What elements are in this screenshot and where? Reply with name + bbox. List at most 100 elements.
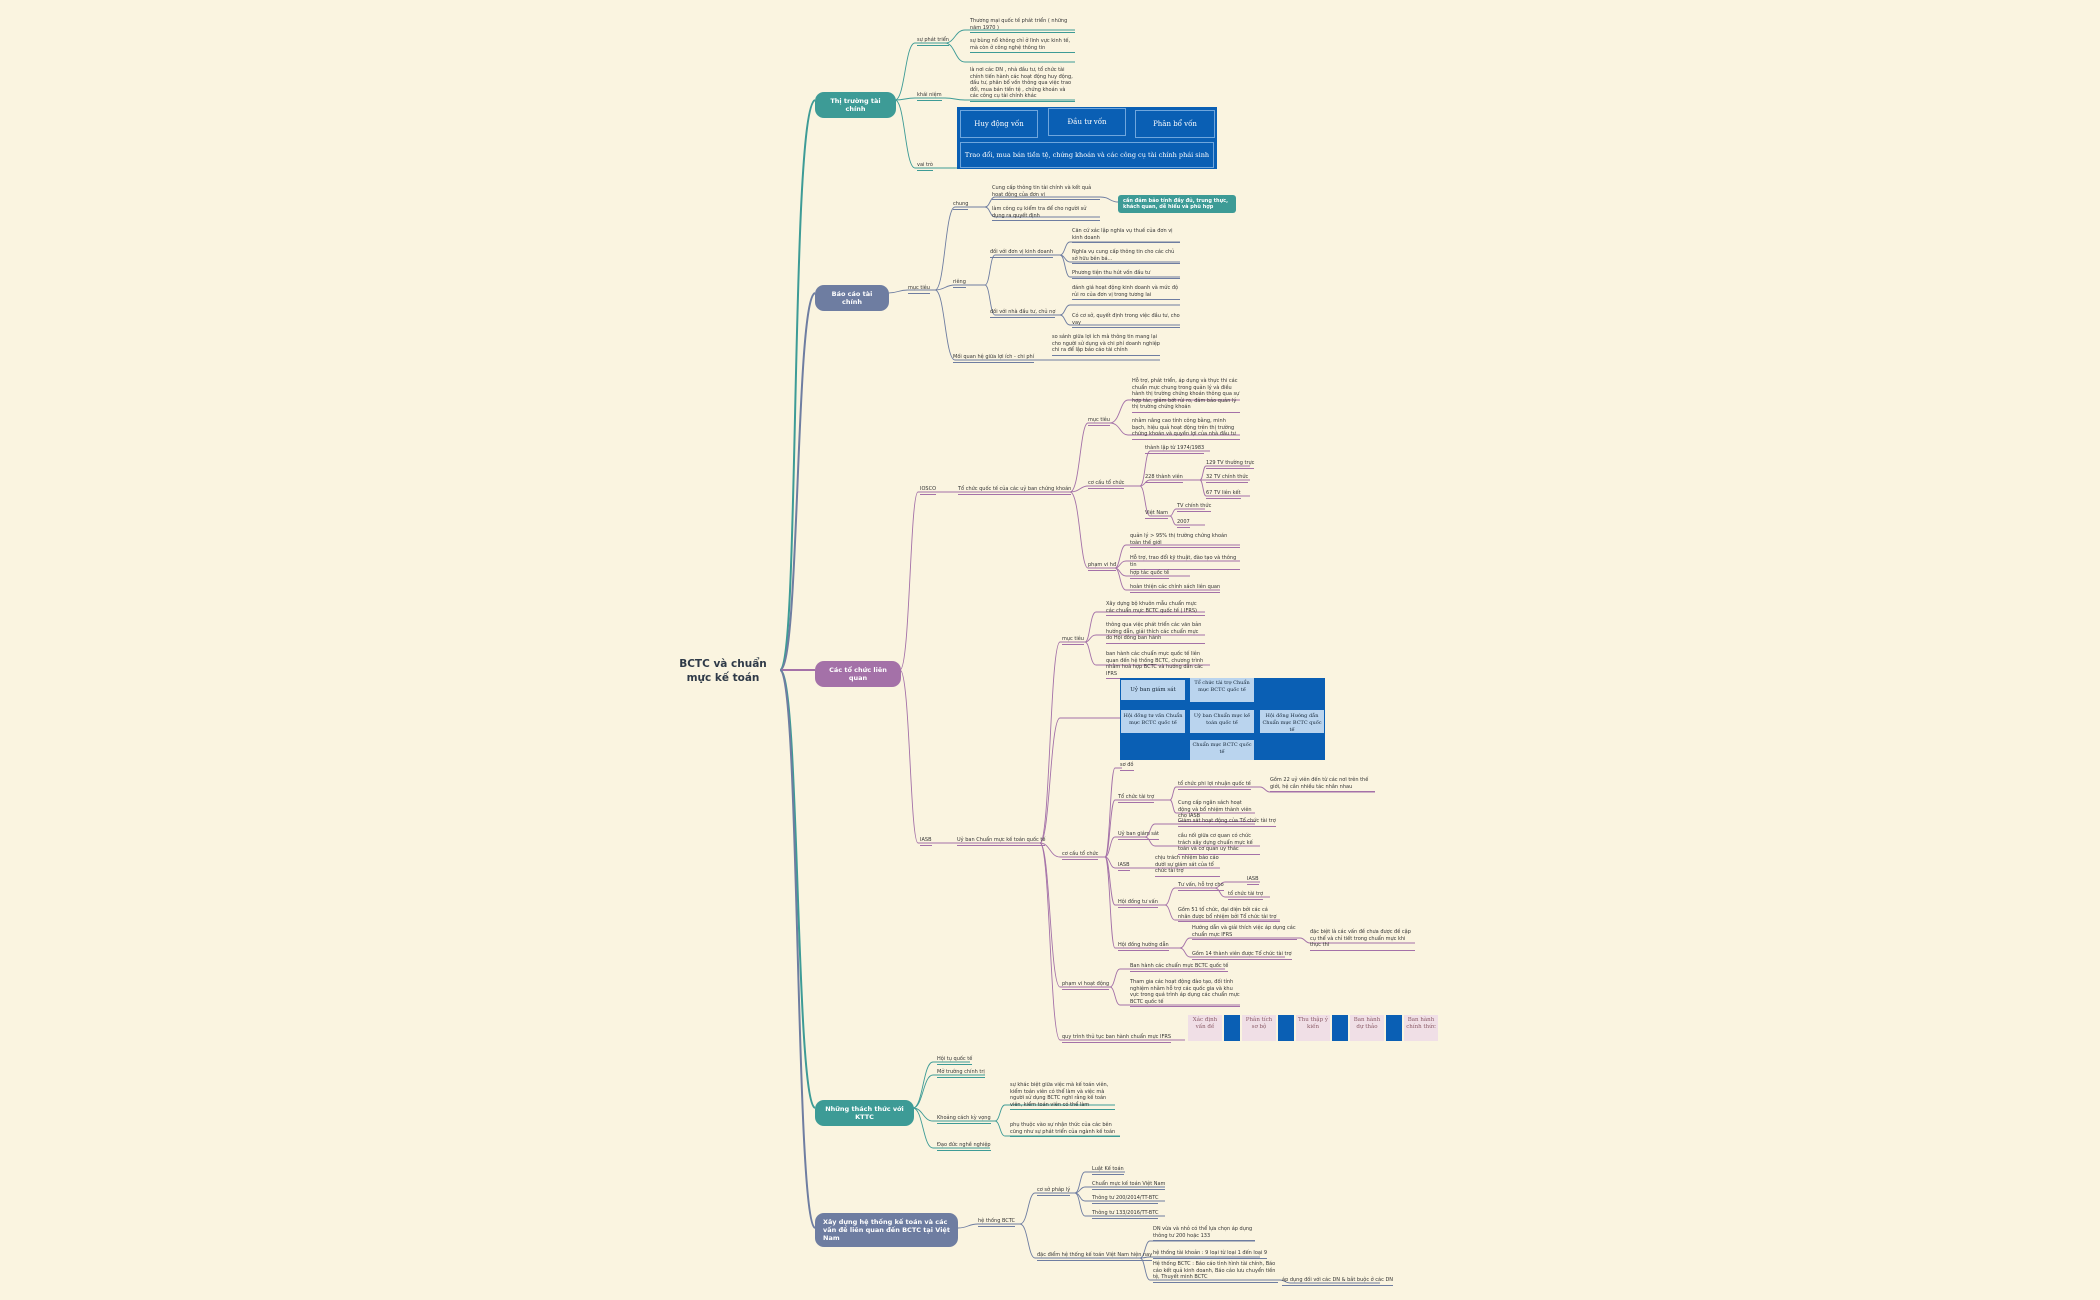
fig-trao-doi: Trao đổi, mua bán tiền tệ, chứng khoán v… bbox=[960, 142, 1214, 168]
node-cc-vn[interactable]: Việt Nam bbox=[1145, 510, 1169, 519]
node-cs2[interactable]: Chuẩn mực kế toán Việt Nam bbox=[1092, 1181, 1166, 1190]
node-iasb-pham-vi[interactable]: phạm vi hoạt động bbox=[1062, 981, 1110, 990]
node-nd2[interactable]: Có cơ sở, quyết định trong việc đầu tư, … bbox=[1072, 313, 1180, 328]
node-dd3[interactable]: Hệ thống BCTC : Báo cáo tình hình tài ch… bbox=[1153, 1261, 1278, 1283]
node-su-phat-trien[interactable]: sự phát triển bbox=[917, 37, 949, 46]
node-rieng[interactable]: riêng bbox=[953, 279, 966, 288]
node-iasb-full[interactable]: Uỷ ban Chuẩn mực kế toán quốc tế bbox=[957, 837, 1046, 846]
node-hd1a[interactable]: đặc biệt là các vấn đề chưa được đề cập … bbox=[1310, 929, 1415, 951]
node-mq1[interactable]: so sánh giữa lợi ích mà thông tin mang l… bbox=[1052, 334, 1160, 356]
node-dac-diem[interactable]: đặc điểm hệ thống kế toán Việt Nam hiện … bbox=[1037, 1252, 1153, 1261]
node-tv1[interactable]: Tư vấn, hỗ trợ cho bbox=[1178, 882, 1224, 891]
node-iosco-muc-tieu[interactable]: mục tiêu bbox=[1088, 417, 1110, 426]
fig-hoi-dong-huong-dan: Hội đồng Hướng dẫn Chuẩn mực BCTC quốc t… bbox=[1260, 710, 1324, 733]
node-c1[interactable]: Cung cấp thông tin tài chính và kết quả … bbox=[992, 185, 1100, 200]
node-dd1[interactable]: DN vừa và nhỏ có thể lựa chọn áp dụng th… bbox=[1153, 1226, 1255, 1241]
node-tv2[interactable]: Gồm 51 tổ chức, đại diện bởi các cá nhân… bbox=[1178, 907, 1280, 922]
node-so-do[interactable]: sơ đồ bbox=[1120, 762, 1134, 771]
node-iosco-pham-vi[interactable]: phạm vi hđ bbox=[1088, 562, 1117, 571]
node-dv-kinh-doanh[interactable]: đối với đơn vị kinh doanh bbox=[990, 249, 1053, 258]
node-cc-32[interactable]: 32 TV chính thức bbox=[1206, 474, 1249, 483]
node-co-so-phap-ly[interactable]: cơ sở pháp lý bbox=[1037, 1187, 1071, 1196]
node-gs1[interactable]: Giám sát hoạt động của Tổ chức tài trợ bbox=[1178, 818, 1276, 827]
branch-bao-cao-tai-chinh[interactable]: Báo cáo tài chính bbox=[815, 285, 889, 311]
branch-nhung-thach-thuc[interactable]: Những thách thức với KTTC bbox=[815, 1100, 914, 1126]
fig-qt5: Ban hành chính thức bbox=[1404, 1015, 1438, 1041]
fig-huy-dong-von: Huy động vốn bbox=[960, 110, 1038, 138]
node-cs3[interactable]: Thông tư 200/2014/TT-BTC bbox=[1092, 1195, 1159, 1204]
node-pv4[interactable]: hoàn thiện các chính sách liên quan bbox=[1130, 584, 1221, 593]
node-pv1[interactable]: quản lý > 95% thị trường chứng khoán toà… bbox=[1130, 533, 1240, 548]
node-sp1[interactable]: Thương mại quốc tế phát triển ( những nă… bbox=[970, 18, 1075, 33]
central-topic[interactable]: BCTC và chuẩn mực kế toán bbox=[679, 658, 767, 684]
node-iosco-mt1[interactable]: Hỗ trợ, phát triển, áp dụng và thực thi … bbox=[1132, 378, 1240, 413]
node-tt2[interactable]: Cung cấp ngân sách hoạt động và bổ nhiệm… bbox=[1178, 800, 1255, 822]
node-he-thong-bctc[interactable]: hệ thống BCTC bbox=[978, 1218, 1016, 1227]
node-tc-tai-tro[interactable]: Tổ chức tài trợ bbox=[1118, 794, 1155, 803]
node-iasb-muc-tieu[interactable]: mục tiêu bbox=[1062, 636, 1084, 645]
node-gs[interactable]: Uỷ ban giám sát bbox=[1118, 831, 1159, 840]
node-cc-thanh-lap[interactable]: thành lập từ 1974/1983 bbox=[1145, 445, 1205, 454]
node-t1[interactable]: Hội tụ quốc tế bbox=[937, 1056, 973, 1065]
node-cc-vn-tv[interactable]: TV chính thức bbox=[1177, 503, 1212, 512]
node-iasb-mt3[interactable]: ban hành các chuẩn mực quốc tế liên quan… bbox=[1106, 651, 1210, 679]
node-dv2[interactable]: Nghĩa vụ cung cấp thông tin cho các chủ … bbox=[1072, 249, 1180, 264]
node-kn1[interactable]: là nơi các DN , nhà đầu tư, tổ chức tài … bbox=[970, 67, 1075, 102]
node-iasb-sub[interactable]: IASB bbox=[1118, 862, 1130, 871]
node-cc-228[interactable]: 228 thành viên bbox=[1145, 474, 1183, 483]
node-iosco-co-cau[interactable]: cơ cấu tổ chức bbox=[1088, 480, 1125, 489]
node-chung[interactable]: chung bbox=[953, 201, 969, 210]
vai-tro-figure: Huy động vốn Đầu tư vốn Phân bổ vốn Trao… bbox=[957, 107, 1217, 169]
node-nd1[interactable]: đánh giá hoạt động kinh doanh và mức độ … bbox=[1072, 285, 1180, 300]
node-t4[interactable]: Đạo đức nghề nghiệp bbox=[937, 1142, 991, 1151]
node-t3a[interactable]: sự khác biệt giữa việc mà kế toán viên, … bbox=[1010, 1082, 1115, 1110]
fig-uy-ban-chuan-muc: Uỷ ban Chuẩn mực kế toán quốc tế bbox=[1190, 710, 1254, 733]
node-pv2[interactable]: Hỗ trợ, trao đổi kỹ thuật, đào tạo và th… bbox=[1130, 555, 1240, 570]
node-t3b[interactable]: phụ thuộc vào sự nhận thức của các bên c… bbox=[1010, 1122, 1120, 1137]
node-dv3[interactable]: Phương tiện thu hút vốn đầu tư bbox=[1072, 270, 1180, 279]
node-iasb1[interactable]: chịu trách nhiệm báo cáo dưới sự giám sá… bbox=[1155, 855, 1220, 877]
node-cc-67[interactable]: 67 TV liên kết bbox=[1206, 490, 1241, 499]
node-sp2[interactable]: sự bùng nổ không chỉ ở lĩnh vực kinh tế,… bbox=[970, 38, 1075, 53]
node-iasb[interactable]: IASB bbox=[920, 837, 932, 846]
node-iosco-mt2[interactable]: nhằm nâng cao tính công bằng, minh bạch,… bbox=[1132, 418, 1240, 440]
node-pv3[interactable]: hợp tác quốc tế bbox=[1130, 570, 1170, 579]
node-dv1[interactable]: Căn cứ xác lập nghĩa vụ thuế của đơn vị … bbox=[1072, 228, 1180, 243]
node-tt1[interactable]: tổ chức phi lợi nhuận quốc tế bbox=[1178, 781, 1251, 790]
node-hd1[interactable]: Hướng dẫn và giải thích việc áp dụng các… bbox=[1192, 925, 1297, 940]
node-iosco[interactable]: IOSCO bbox=[920, 486, 937, 495]
node-iosco-full[interactable]: Tổ chức quốc tế của các uỷ ban chứng kho… bbox=[958, 486, 1072, 495]
node-nha-dau-tu[interactable]: đối với nhà đầu tư, chủ nợ bbox=[990, 309, 1056, 318]
node-iasb-co-cau[interactable]: cơ cấu tổ chức bbox=[1062, 851, 1099, 860]
node-tv1a[interactable]: IASB bbox=[1247, 876, 1259, 885]
node-vai-tro[interactable]: vai trò bbox=[917, 162, 933, 171]
branch-cac-to-chuc-lien-quan[interactable]: Các tổ chức liên quan bbox=[815, 661, 901, 687]
node-dd3a[interactable]: áp dụng đối với các DN & bắt buộc ở các … bbox=[1282, 1277, 1394, 1286]
branch-thi-truong-tai-chinh[interactable]: Thị trường tài chính bbox=[815, 92, 896, 118]
node-iasb-mt1[interactable]: Xây dựng bộ khuôn mẫu chuẩn mực các chuẩ… bbox=[1106, 601, 1205, 616]
node-hd2[interactable]: Gồm 14 thành viên được Tổ chức tài trợ bbox=[1192, 951, 1292, 960]
summary-pill-bctc[interactable]: cần đảm bảo tính đầy đủ, trung thực, khá… bbox=[1118, 195, 1236, 213]
fig-qt3: Thu thập ý kiến bbox=[1296, 1015, 1330, 1041]
node-iasb-mt2[interactable]: thông qua việc phát triển các văn bản hư… bbox=[1106, 622, 1205, 644]
node-dd2[interactable]: hệ thống tài khoản : 9 loại từ loại 1 đế… bbox=[1153, 1250, 1268, 1259]
node-c2[interactable]: làm công cụ kiểm tra để cho người sử dụn… bbox=[992, 206, 1100, 221]
node-tu-van[interactable]: Hội đồng tư vấn bbox=[1118, 899, 1158, 908]
node-t3[interactable]: Khoảng cách kỳ vọng bbox=[937, 1115, 991, 1124]
node-huong-dan[interactable]: Hội đồng hướng dẫn bbox=[1118, 942, 1169, 951]
node-cs4[interactable]: Thông tư 133/2016/TT-BTC bbox=[1092, 1210, 1159, 1219]
node-cc-2007[interactable]: 2007 bbox=[1177, 519, 1190, 528]
node-quy-trinh[interactable]: quy trình thủ tục ban hành chuẩn mực IFR… bbox=[1062, 1034, 1172, 1043]
node-t2[interactable]: Mở trường chính trị bbox=[937, 1069, 985, 1078]
node-tv1b[interactable]: tổ chức tài trợ bbox=[1228, 891, 1264, 900]
node-iasb-pv1[interactable]: Ban hành các chuẩn mực BCTC quốc tế bbox=[1130, 963, 1229, 972]
node-cc-129[interactable]: 129 TV thường trực bbox=[1206, 460, 1255, 469]
node-moi-quan-he[interactable]: Mối quan hệ giữa lợi ích - chi phí bbox=[953, 354, 1035, 363]
node-gs2[interactable]: cầu nối giữa cơ quan có chức trách xây d… bbox=[1178, 833, 1260, 855]
node-iasb-pv2[interactable]: Tham gia các hoạt động đào tạo, đối tính… bbox=[1130, 979, 1240, 1007]
node-cs1[interactable]: Luật Kế toán bbox=[1092, 1166, 1124, 1175]
node-tt1a[interactable]: Gồm 22 uỷ viên đến từ các nơi trên thế g… bbox=[1270, 777, 1375, 792]
node-khai-niem[interactable]: khái niệm bbox=[917, 92, 942, 101]
branch-xay-dung-he-thong[interactable]: Xây dựng hệ thống kế toán và các vấn đề … bbox=[815, 1213, 958, 1247]
node-muc-tieu-bctc[interactable]: mục tiêu bbox=[908, 285, 930, 294]
